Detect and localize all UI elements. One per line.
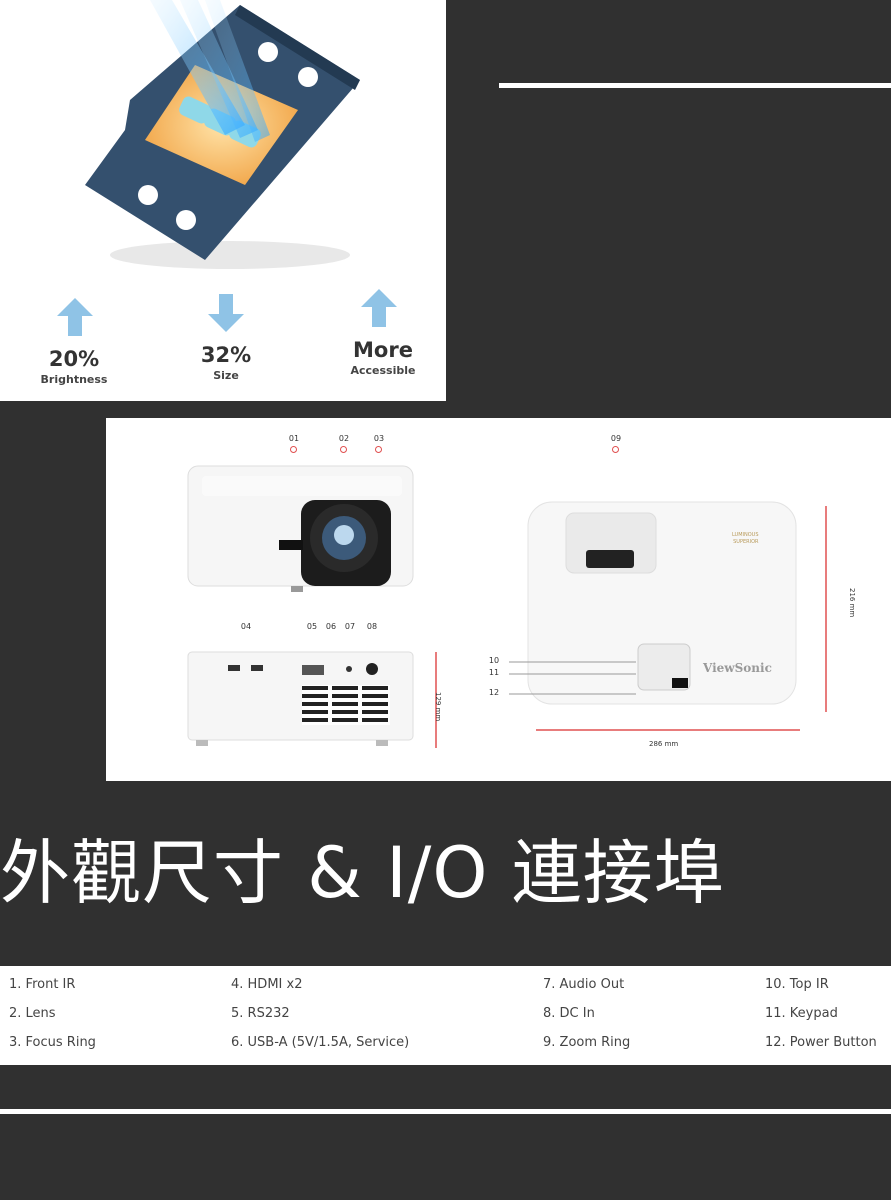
- callout-number: 12: [488, 688, 500, 697]
- callout-number: 11: [488, 668, 500, 677]
- legend-item: 1. Front IR: [9, 977, 76, 992]
- brand-logo: ViewSonic: [703, 661, 772, 675]
- legend-item: 5. RS232: [231, 1006, 290, 1021]
- callout-number: 10: [488, 656, 500, 665]
- depth-dimension: 216 mm: [848, 588, 856, 618]
- callout-number: 03: [373, 434, 385, 443]
- legend-item: 6. USB-A (5V/1.5A, Service): [231, 1035, 410, 1050]
- laser-chip-panel: 20% Brightness 32% Size More Accessible: [0, 0, 446, 401]
- legend-item: 12. Power Button: [765, 1035, 877, 1050]
- width-dimension: 286 mm: [649, 740, 679, 748]
- callout-number: 02: [338, 434, 350, 443]
- projector-drawings: [187, 465, 827, 748]
- divider: [499, 83, 891, 88]
- legend-item: 3. Focus Ring: [9, 1035, 96, 1050]
- callout-marker: [375, 446, 382, 453]
- callout-number: 09: [610, 434, 622, 443]
- legend-item: 2. Lens: [9, 1006, 56, 1021]
- legend-item: 9. Zoom Ring: [543, 1035, 631, 1050]
- stat-caption: Size: [213, 369, 239, 382]
- callout-number: 06: [325, 622, 337, 631]
- arrow-down-icon: [208, 294, 244, 332]
- stat-caption: Accessible: [350, 364, 416, 377]
- callout-number: 08: [366, 622, 378, 631]
- callout-marker: [340, 446, 347, 453]
- laser-chip-illustration: [85, 0, 360, 269]
- legend-item: 8. DC In: [543, 1006, 595, 1021]
- callout-number: 07: [344, 622, 356, 631]
- stat-value: 20%: [48, 347, 100, 371]
- callout-number: 01: [288, 434, 300, 443]
- badge-line: LUMINOUS: [732, 532, 759, 538]
- stat-value: 32%: [200, 343, 252, 367]
- stat-brightness: 20% Brightness: [14, 347, 134, 386]
- legend-item: 7. Audio Out: [543, 977, 625, 992]
- arrow-up-icon: [361, 289, 397, 327]
- callout-number: 04: [240, 622, 252, 631]
- port-legend: 1. Front IR 2. Lens 3. Focus Ring 4. HDM…: [0, 966, 891, 1065]
- projector-diagram-panel: 01 02 03 09 04 05 06 07 08 10 11 12 129 …: [106, 418, 891, 781]
- stat-value: More: [353, 338, 413, 362]
- stat-caption: Brightness: [40, 373, 108, 386]
- page-title: 外觀尺寸 & I/O 連接埠: [0, 832, 725, 914]
- arrow-up-icon: [57, 298, 93, 336]
- stat-accessible: More Accessible: [323, 338, 443, 377]
- divider: [0, 1109, 891, 1114]
- stat-size: 32% Size: [166, 343, 286, 382]
- luminous-badge: LUMINOUS SUPERIOR: [732, 532, 759, 546]
- legend-item: 4. HDMI x2: [231, 977, 303, 992]
- callout-marker: [612, 446, 619, 453]
- badge-line: SUPERIOR: [733, 539, 759, 545]
- callout-marker: [290, 446, 297, 453]
- legend-item: 10. Top IR: [765, 977, 829, 992]
- height-dimension: 129 mm: [434, 692, 442, 722]
- legend-item: 11. Keypad: [765, 1006, 838, 1021]
- callout-number: 05: [306, 622, 318, 631]
